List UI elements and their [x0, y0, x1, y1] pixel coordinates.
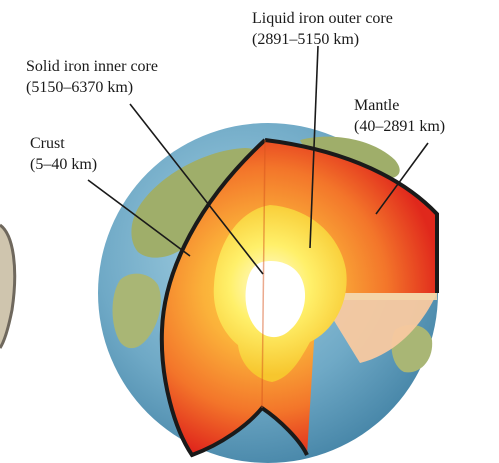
leader-line-mantle [375, 142, 429, 215]
outer-core-name: Liquid iron outer core [252, 10, 393, 27]
inner-core-name: Solid iron inner core [26, 58, 158, 75]
leader-line-inner-core [129, 103, 264, 275]
label-crust: Crust (5–40 km) [30, 133, 97, 175]
mantle-depth: (40–2891 km) [354, 118, 446, 135]
leader-line-crust [87, 179, 191, 257]
continent-landmass-2 [112, 273, 161, 349]
label-inner-core: Solid iron inner core (5150–6370 km) [26, 56, 158, 98]
label-mantle: Mantle (40–2891 km) [354, 95, 445, 137]
label-outer-core: Liquid iron outer core (2891–5150 km) [252, 8, 393, 50]
leader-line-outer-core [309, 45, 319, 249]
outer-core-depth: (2891–5150 km) [252, 31, 360, 48]
crust-name: Crust [30, 135, 65, 152]
continent-landmass-3 [300, 136, 400, 179]
cut-face-plane [317, 293, 437, 363]
crust-depth: (5–40 km) [30, 156, 98, 173]
crust-layer [264, 138, 439, 293]
inner-core-layer [245, 261, 306, 338]
leader-lines [87, 45, 429, 275]
partial-globe-left [0, 223, 17, 349]
cutaway-wedge [159, 138, 439, 458]
mantle-name: Mantle [354, 97, 400, 114]
inner-core-depth: (5150–6370 km) [26, 79, 134, 96]
